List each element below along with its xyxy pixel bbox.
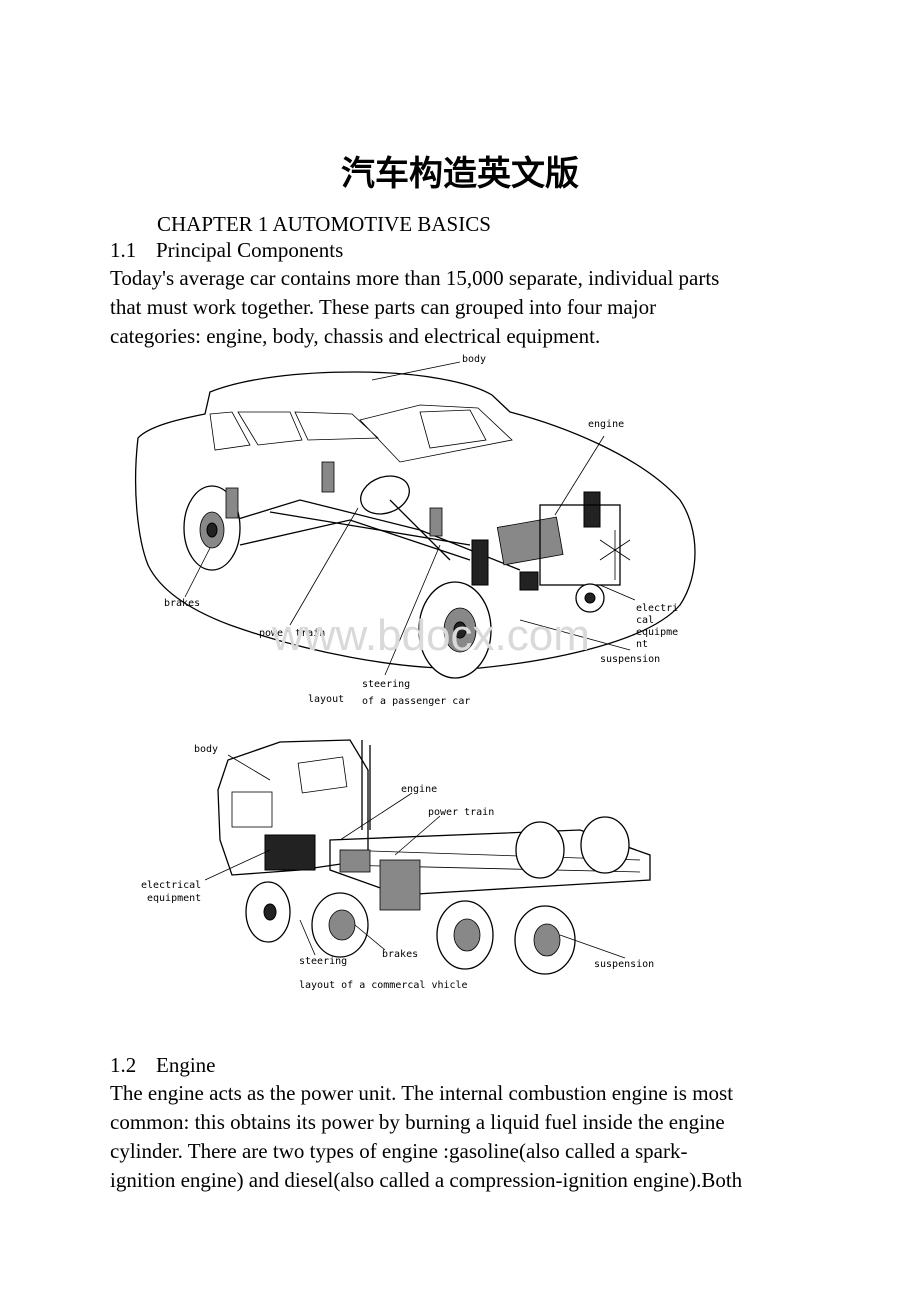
- paragraph-line: ignition engine) and diesel(also called …: [110, 1168, 743, 1192]
- section-heading-principal-components: 1.1 Principal Components: [110, 238, 343, 263]
- section-title: Principal Components: [156, 238, 344, 262]
- section-title: Engine: [156, 1053, 216, 1077]
- label-electrical-1: electri: [636, 603, 678, 614]
- chapter-heading: CHAPTER 1 AUTOMOTIVE BASICS: [157, 212, 491, 236]
- label-body: body: [462, 354, 486, 365]
- label-brakes: brakes: [164, 598, 200, 609]
- label-engine: engine: [588, 419, 624, 430]
- caption-passenger-car: of a passenger car: [362, 696, 470, 707]
- car-body-outline: [134, 371, 696, 670]
- car-engine: [496, 504, 631, 613]
- section-heading-engine: 1.2 Engine: [110, 1053, 215, 1078]
- label-steering: steering: [362, 679, 410, 690]
- label-suspension: suspension: [600, 654, 660, 665]
- paragraph-line: cylinder. There are two types of engine …: [110, 1139, 688, 1163]
- label-electrical-3: equipme: [636, 627, 678, 638]
- section-number: 1.1: [110, 238, 137, 262]
- watermark: www.bdocx.com: [271, 611, 590, 660]
- passenger-car-figure: body engine brakes power train electri c…: [134, 354, 696, 707]
- caption-layout: layout: [308, 694, 344, 705]
- paragraph-line: categories: engine, body, chassis and el…: [110, 324, 601, 348]
- label-electrical-4: nt: [636, 639, 648, 650]
- label-electrical-2: cal: [636, 615, 654, 626]
- intro-paragraph: Today's average car contains more than 1…: [110, 264, 810, 351]
- paragraph-line: that must work together. These parts can…: [110, 295, 657, 319]
- engine-paragraph: The engine acts as the power unit. The i…: [110, 1079, 810, 1195]
- section-number: 1.2: [110, 1053, 137, 1077]
- label-electrical-2: equipment: [147, 893, 201, 904]
- label-engine: engine: [401, 784, 437, 795]
- label-body: body: [194, 744, 218, 755]
- label-electrical-1: electrical: [141, 880, 201, 891]
- label-power-train: power train: [259, 628, 325, 639]
- label-suspension: suspension: [594, 959, 654, 970]
- paragraph-line: common: this obtains its power by burnin…: [110, 1110, 725, 1134]
- truck-cab: [217, 739, 369, 876]
- paragraph-line: Today's average car contains more than 1…: [110, 266, 720, 290]
- caption-commercial-vehicle: layout of a commercal vhicle: [299, 980, 468, 991]
- label-brakes: brakes: [382, 949, 418, 960]
- label-steering: steering: [299, 956, 347, 967]
- document-title: 汽车构造英文版: [341, 154, 579, 194]
- paragraph-line: The engine acts as the power unit. The i…: [110, 1081, 734, 1105]
- truck-wheels: [245, 816, 630, 975]
- label-power-train: power train: [428, 807, 494, 818]
- commercial-vehicle-figure: body engine power train electrical equip…: [141, 739, 654, 991]
